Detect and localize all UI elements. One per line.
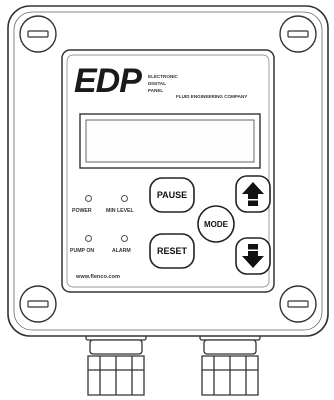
alarm-led bbox=[121, 235, 128, 242]
reset-button[interactable]: RESET bbox=[150, 234, 194, 268]
pause-button[interactable]: PAUSE bbox=[150, 178, 194, 212]
corner-screw-top-left bbox=[19, 15, 57, 53]
corner-screw-top-right bbox=[279, 15, 317, 53]
power-led bbox=[85, 195, 92, 202]
corner-screw-bottom-left bbox=[19, 285, 57, 323]
min-level-label: MIN LEVEL bbox=[106, 208, 134, 214]
arrow-up-icon bbox=[242, 182, 264, 206]
mode-button-shape bbox=[197, 205, 235, 243]
cable-gland-right bbox=[199, 329, 261, 396]
power-label: POWER bbox=[72, 208, 92, 214]
reset-button-label: RESET bbox=[156, 246, 187, 256]
company-name: FLUID ENGINEERING COMPANY bbox=[176, 94, 248, 99]
up-button[interactable] bbox=[236, 176, 270, 212]
reset-button-shape bbox=[149, 233, 195, 269]
pause-button-label: PAUSE bbox=[156, 190, 188, 200]
edp-logo: EDP bbox=[74, 62, 142, 100]
website-url: www.flenco.com bbox=[76, 274, 120, 280]
cable-gland-left bbox=[85, 329, 147, 396]
tagline-digital: DIGITAL bbox=[148, 81, 167, 86]
pump-on-led bbox=[85, 235, 92, 242]
pump-on-label: PUMP ON bbox=[70, 248, 95, 254]
tagline-electronic: ELECTRONIC bbox=[148, 74, 178, 79]
min-level-led bbox=[121, 195, 128, 202]
tagline-panel: PANEL bbox=[148, 88, 164, 93]
mode-button-label: MODE bbox=[204, 219, 228, 229]
pause-button-shape bbox=[149, 177, 195, 213]
down-button[interactable] bbox=[236, 238, 270, 274]
alarm-label: ALARM bbox=[112, 248, 131, 254]
arrow-down-icon bbox=[242, 244, 264, 268]
mode-button[interactable]: MODE bbox=[198, 206, 234, 242]
corner-screw-bottom-right bbox=[279, 285, 317, 323]
